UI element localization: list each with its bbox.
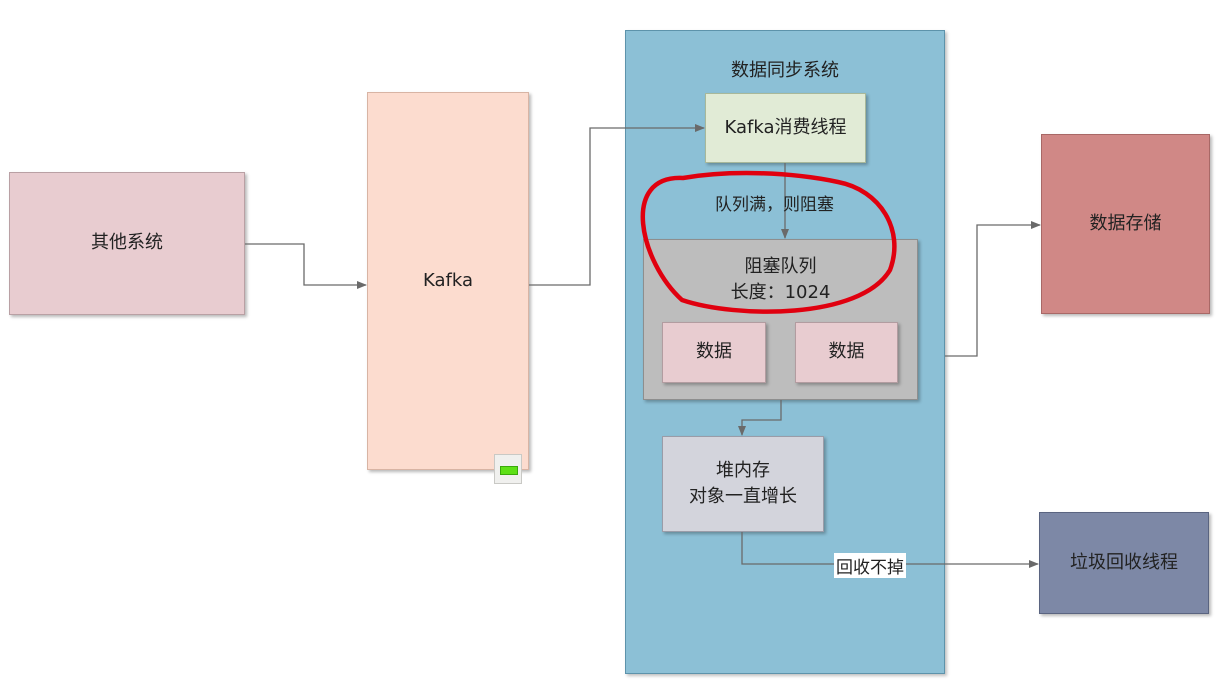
kafka-consumer-node[interactable]: Kafka消费线程: [705, 93, 866, 163]
arrow-sync-to-storage: [945, 221, 1041, 357]
blocking-queue-length: 长度：1024: [730, 282, 831, 304]
kafka-consumer-label: Kafka消费线程: [724, 116, 847, 138]
data-item-node[interactable]: 数据: [662, 322, 766, 383]
cannot-collect-label: 回收不掉: [834, 553, 906, 578]
arrow-other-to-kafka: [245, 243, 367, 289]
arrow-kafka-to-consumer: [529, 124, 705, 286]
data-item-node[interactable]: 数据: [795, 322, 898, 383]
other-system-label: 其他系统: [91, 232, 163, 254]
gc-thread-node[interactable]: 垃圾回收线程: [1039, 512, 1209, 614]
blocking-queue-name: 阻塞队列: [744, 256, 817, 277]
data-sync-system-title: 数据同步系统: [731, 60, 839, 81]
gc-thread-label: 垃圾回收线程: [1070, 551, 1178, 573]
data-item-label: 数据: [696, 341, 732, 363]
data-storage-node[interactable]: 数据存储: [1041, 134, 1210, 314]
heap-memory-line1: 堆内存: [716, 459, 770, 481]
data-storage-label: 数据存储: [1089, 212, 1162, 234]
kafka-label: Kafka: [423, 269, 473, 291]
arrow-queue-to-heap: [738, 400, 782, 436]
other-system-node[interactable]: 其他系统: [9, 172, 245, 315]
heap-memory-line2: 对象一直增长: [689, 486, 797, 507]
kafka-node[interactable]: Kafka: [367, 92, 529, 470]
data-item-label: 数据: [828, 341, 865, 363]
arrow-heap-to-gc: [741, 532, 1039, 568]
kafka-status-icon: [494, 454, 522, 484]
highlight-circle: [640, 170, 897, 314]
heap-memory-node[interactable]: 堆内存 对象一直增长: [662, 436, 824, 532]
queue-full-label: 队列满，则阻塞: [715, 195, 834, 215]
